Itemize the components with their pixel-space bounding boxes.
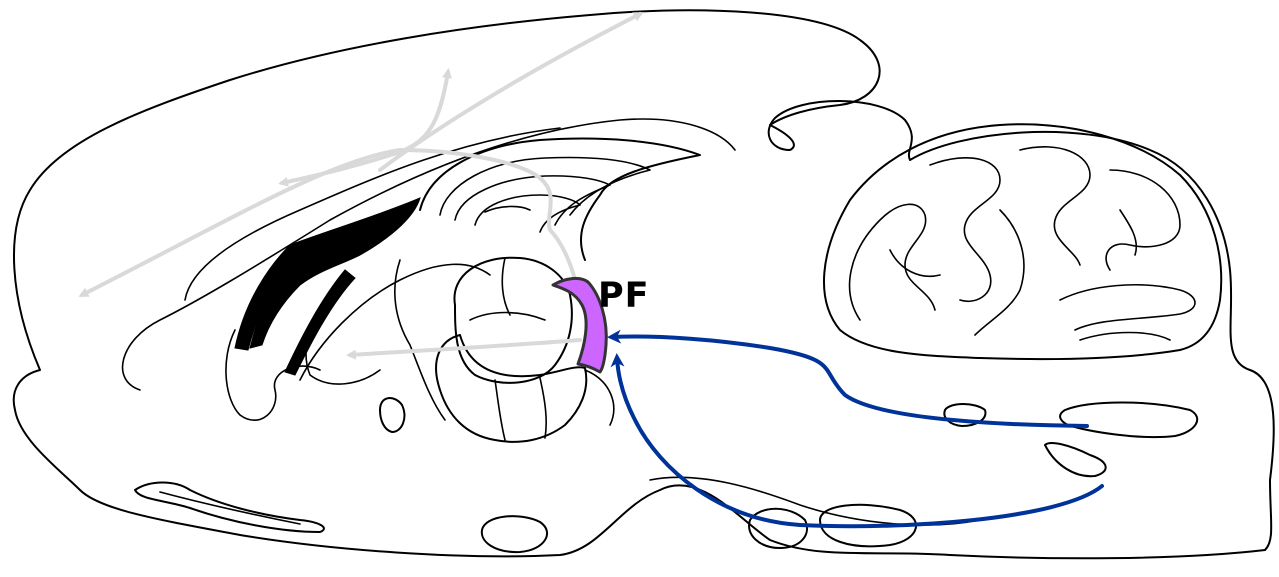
thalamus-outline: [454, 258, 571, 383]
hypothalamus-division: [495, 380, 505, 440]
cerebellum-folia-6: [1080, 333, 1170, 341]
mammillary-outline: [380, 398, 404, 432]
cerebellum-folia-1: [850, 204, 935, 320]
brainstem-contour: [650, 477, 980, 525]
hypothalamus-division-2: [540, 378, 546, 438]
cerebellum-folia-5: [1060, 285, 1195, 330]
brainstem-nucleus-2: [1060, 403, 1197, 438]
gray-arrow-to-parietal-cortex: [380, 14, 640, 170]
ventral-tract: [135, 483, 324, 533]
hippocampal-fold-3: [475, 195, 580, 232]
pf-label: PF: [598, 279, 650, 314]
brainstem-nucleus-3: [1045, 443, 1106, 476]
cerebellum-folia-8: [975, 210, 1024, 335]
diencephalon-contour: [395, 260, 445, 420]
cerebellum-folia-7: [890, 250, 940, 276]
blue-arrow-from-brainstem-lower: [617, 358, 1102, 526]
gray-arrow-to-striatum: [350, 340, 580, 355]
cerebellum-folia-4: [1106, 170, 1180, 270]
cerebellum-folia-2: [930, 158, 1000, 301]
blue-arrow-from-brainstem-upper: [612, 337, 1087, 426]
cerebellum-outline: [824, 124, 1221, 359]
olfactory-oval: [482, 516, 547, 552]
input-projections: [612, 337, 1102, 527]
hippocampal-fold-4: [485, 206, 530, 212]
thalamus-division-2: [502, 258, 510, 315]
cerebellum-folia-9: [1120, 210, 1136, 255]
midbrain-contour: [585, 370, 614, 425]
cerebellum-folia-3: [1020, 147, 1090, 265]
thalamus-division-1: [470, 313, 545, 321]
